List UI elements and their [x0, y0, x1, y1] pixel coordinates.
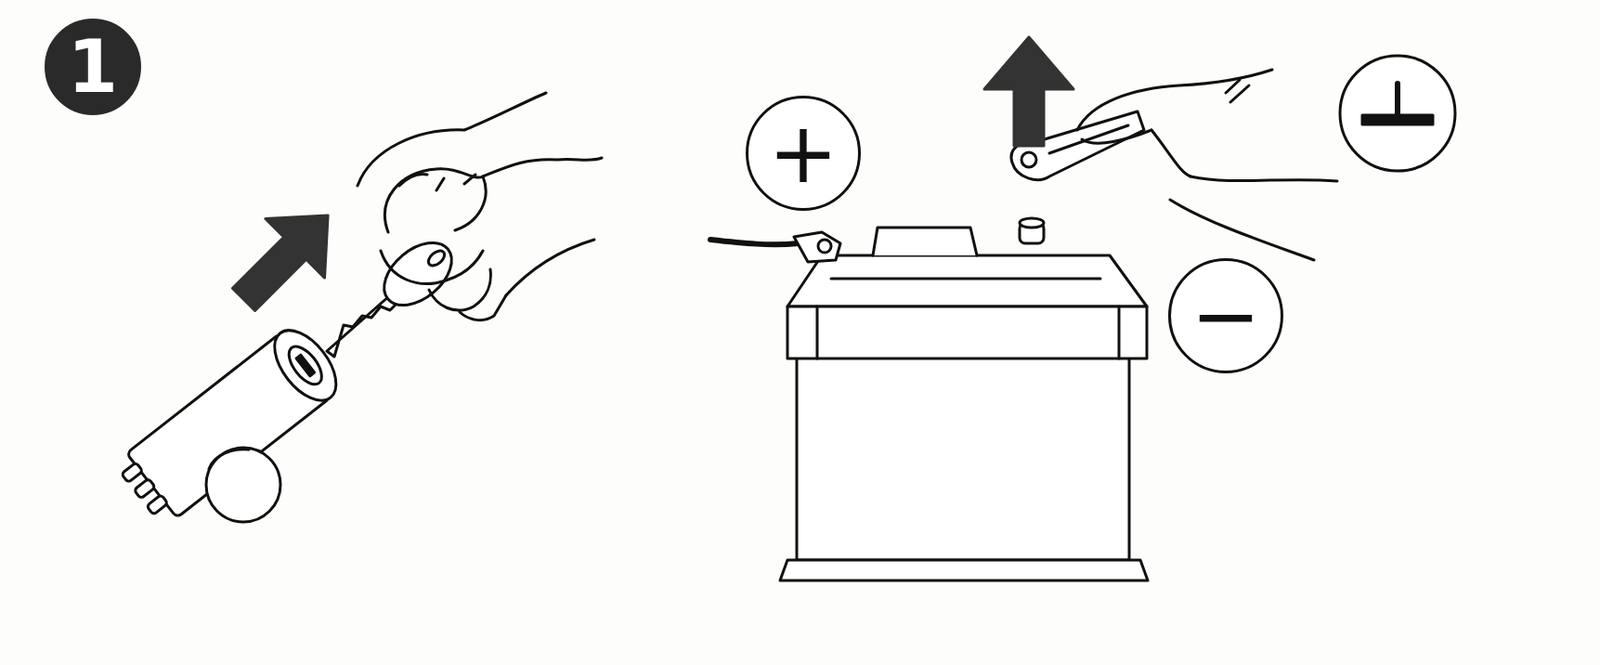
- polarity-circle: +: [745, 95, 861, 211]
- hand: [357, 92, 602, 321]
- direction-arrow: [984, 37, 1074, 146]
- lock-barrel: [206, 447, 281, 522]
- battery: [710, 218, 1148, 581]
- polarity-sign: +: [767, 111, 838, 196]
- polarity-sign: −: [1190, 273, 1261, 358]
- direction-arrow: [214, 185, 358, 329]
- ground-symbol: [1339, 55, 1456, 171]
- ignition-lock: [113, 319, 349, 528]
- ignition-key: [326, 230, 464, 357]
- hand: [1077, 69, 1338, 261]
- step-label: 1: [67, 30, 118, 104]
- polarity-circle: −: [1168, 258, 1284, 374]
- step-number: 1: [44, 18, 142, 116]
